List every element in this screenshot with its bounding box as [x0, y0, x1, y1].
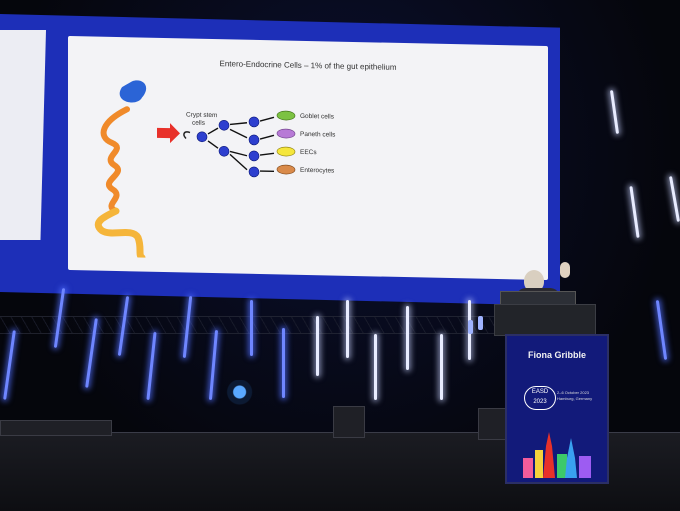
laptop [500, 291, 576, 305]
enterocyte-cell-icon [277, 165, 295, 174]
led-light [250, 300, 253, 356]
presentation-slide: Entero-Endocrine Cells – 1% of the gut e… [68, 36, 548, 280]
progenitor-cell-bottom [219, 146, 229, 156]
stage-spotlight [226, 380, 260, 420]
red-arrow-icon [157, 123, 180, 143]
hamburg-skyline-graphic [519, 428, 599, 478]
side-screen-panel [0, 30, 46, 240]
raised-hand [560, 262, 570, 278]
slide-title: Entero-Endocrine Cells – 1% of the gut e… [68, 56, 548, 75]
led-light [406, 306, 409, 370]
podium: Fiona Gribble EASD 2023 2–6 October 2023… [505, 334, 609, 484]
podium-top [494, 304, 596, 336]
led-light [440, 334, 443, 400]
cell-paneth-path [249, 135, 259, 145]
cell-enterocyte-path [249, 167, 259, 177]
gut-illustration [98, 80, 146, 258]
speaker-name: Fiona Gribble [507, 350, 607, 360]
stem-cell-label: Crypt stem [186, 111, 217, 119]
outcome-label: Enterocytes [300, 167, 335, 175]
event-info: 2–6 October 2023 Hamburg, Germany [557, 390, 592, 402]
eec-cell-icon [277, 147, 295, 156]
water-bottle [468, 320, 473, 334]
outcome-label: Goblet cells [300, 113, 335, 121]
water-bottle [478, 316, 483, 330]
paneth-cell-icon [277, 129, 295, 138]
stem-cell [197, 132, 207, 142]
led-light [374, 334, 377, 400]
cell-goblet-path [249, 117, 259, 127]
led-light [282, 328, 285, 398]
stage-edge-box [0, 420, 112, 436]
progenitor-cell-top [219, 120, 229, 130]
outcome-label: EECs [300, 149, 317, 156]
event-dates: 2–6 October 2023 [557, 390, 589, 395]
cell-eec-path [249, 151, 259, 161]
goblet-cell-icon [277, 111, 295, 120]
led-light [346, 300, 349, 358]
event-city: Hamburg, Germany [557, 396, 592, 401]
outcome-label: Paneth cells [300, 131, 336, 139]
stem-cell-label-2: cells [192, 120, 206, 127]
led-light [316, 316, 319, 376]
cell-differentiation-diagram: Crypt stem cells [82, 76, 382, 262]
easd-logo: EASD 2023 [524, 386, 556, 410]
stage-monitor [333, 406, 365, 438]
